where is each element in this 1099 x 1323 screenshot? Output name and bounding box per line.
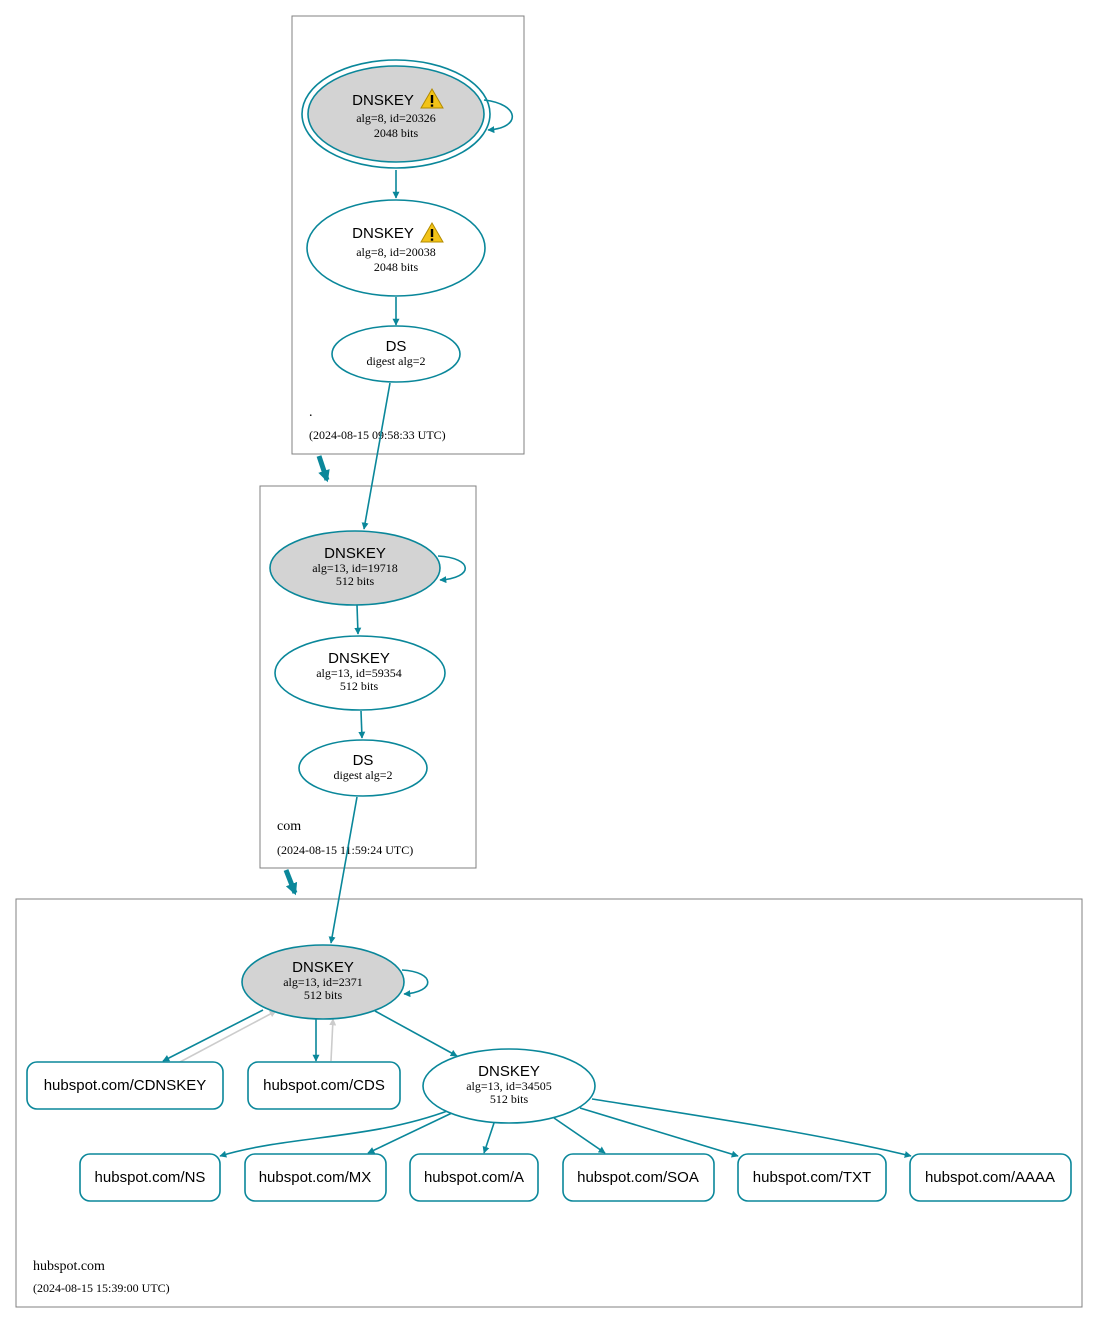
record-txt[interactable]: hubspot.com/TXT — [737, 1153, 887, 1202]
node-size: 512 bits — [336, 574, 375, 588]
zone-box-com — [259, 485, 477, 869]
node-size: 2048 bits — [374, 260, 419, 274]
node-com-zsk[interactable]: DNSKEY alg=13, id=59354 512 bits — [274, 635, 446, 711]
edge-hub-zsk-mx — [367, 1111, 455, 1154]
node-detail: alg=13, id=59354 — [316, 666, 402, 680]
edge-hub-ksk-cdnskey — [162, 1009, 264, 1062]
record-label: hubspot.com/CDS — [263, 1077, 385, 1094]
record-mx[interactable]: hubspot.com/MX — [244, 1153, 387, 1202]
record-cds[interactable]: hubspot.com/CDS — [247, 1061, 401, 1110]
node-root-ksk[interactable]: DNSKEY alg=8, id=20326 2048 bits — [301, 59, 491, 169]
record-label: hubspot.com/AAAA — [925, 1169, 1055, 1186]
record-label: hubspot.com/CDNSKEY — [44, 1077, 207, 1094]
record-aaaa[interactable]: hubspot.com/AAAA — [909, 1153, 1072, 1202]
edge-hub-zsk-aaaa — [591, 1098, 912, 1158]
node-title: DNSKEY — [352, 92, 414, 109]
zone-label-root: . — [309, 405, 313, 420]
record-a[interactable]: hubspot.com/A — [409, 1153, 539, 1202]
record-label: hubspot.com/NS — [95, 1169, 206, 1186]
node-title: DNSKEY — [324, 545, 386, 562]
node-detail: alg=13, id=34505 — [466, 1079, 552, 1093]
zone-timestamp-com: (2024-08-15 11:59:24 UTC) — [277, 843, 413, 857]
self-sign-hub-ksk — [401, 969, 429, 998]
node-size: 2048 bits — [374, 126, 419, 140]
edge-root-ds-com-ksk — [361, 382, 391, 530]
edge-hub-zsk-a — [482, 1122, 495, 1154]
edge-hub-ksk-zsk — [374, 1010, 458, 1057]
node-size: 512 bits — [304, 988, 343, 1002]
node-title: DS — [353, 752, 374, 769]
node-title: DNSKEY — [328, 650, 390, 667]
zone-box-hubspot — [15, 898, 1083, 1308]
record-label: hubspot.com/SOA — [577, 1169, 699, 1186]
zone-label-com: com — [277, 819, 301, 834]
edge-com-zsk-ds — [358, 710, 366, 739]
node-detail: alg=8, id=20038 — [356, 245, 436, 259]
record-label: hubspot.com/A — [424, 1169, 524, 1186]
node-detail: alg=8, id=20326 — [356, 111, 436, 125]
node-root-ds[interactable]: DS digest alg=2 — [331, 325, 461, 383]
node-com-ds[interactable]: DS digest alg=2 — [298, 739, 428, 797]
node-detail: digest alg=2 — [333, 768, 392, 782]
record-ns[interactable]: hubspot.com/NS — [79, 1153, 221, 1202]
warning-icon — [420, 222, 444, 243]
node-title: DNSKEY — [352, 225, 414, 242]
zone-label-hubspot: hubspot.com — [33, 1259, 105, 1274]
zone-timestamp-root: (2024-08-15 09:58:33 UTC) — [309, 428, 446, 442]
node-size: 512 bits — [340, 679, 379, 693]
node-title: DNSKEY — [478, 1063, 540, 1080]
node-title: DS — [386, 338, 407, 355]
edge-com-ds-hub-ksk — [328, 796, 358, 944]
node-com-ksk[interactable]: DNSKEY alg=13, id=19718 512 bits — [269, 530, 441, 606]
edge-hub-zsk-txt — [579, 1107, 739, 1158]
edge-cds-hub-ksk — [329, 1018, 337, 1062]
edge-hub-zsk-ns — [219, 1109, 451, 1158]
record-soa[interactable]: hubspot.com/SOA — [562, 1153, 715, 1202]
node-size: 512 bits — [490, 1092, 529, 1106]
warning-icon — [420, 88, 444, 109]
record-cdnskey[interactable]: hubspot.com/CDNSKEY — [26, 1061, 224, 1110]
delegation-arrow-root-com — [316, 455, 330, 483]
node-title: DNSKEY — [292, 959, 354, 976]
node-hub-zsk[interactable]: DNSKEY alg=13, id=34505 512 bits — [422, 1048, 596, 1124]
record-label: hubspot.com/TXT — [753, 1169, 871, 1186]
zone-timestamp-hubspot: (2024-08-15 15:39:00 UTC) — [33, 1281, 170, 1295]
delegation-arrow-com-hubspot — [283, 869, 298, 896]
edge-cdnskey-hub-ksk — [179, 1010, 277, 1063]
edge-com-ksk-zsk — [354, 604, 362, 635]
node-detail: alg=13, id=19718 — [312, 561, 398, 575]
self-sign-com-ksk — [437, 555, 467, 584]
zone-box-root — [291, 15, 525, 455]
node-hub-ksk[interactable]: DNSKEY alg=13, id=2371 512 bits — [241, 944, 405, 1020]
node-root-zsk[interactable]: DNSKEY alg=8, id=20038 2048 bits — [306, 199, 486, 297]
edge-hub-zsk-soa — [553, 1117, 606, 1154]
self-sign-root-ksk — [483, 99, 514, 134]
record-label: hubspot.com/MX — [259, 1169, 372, 1186]
node-detail: digest alg=2 — [366, 354, 425, 368]
node-detail: alg=13, id=2371 — [283, 975, 363, 989]
